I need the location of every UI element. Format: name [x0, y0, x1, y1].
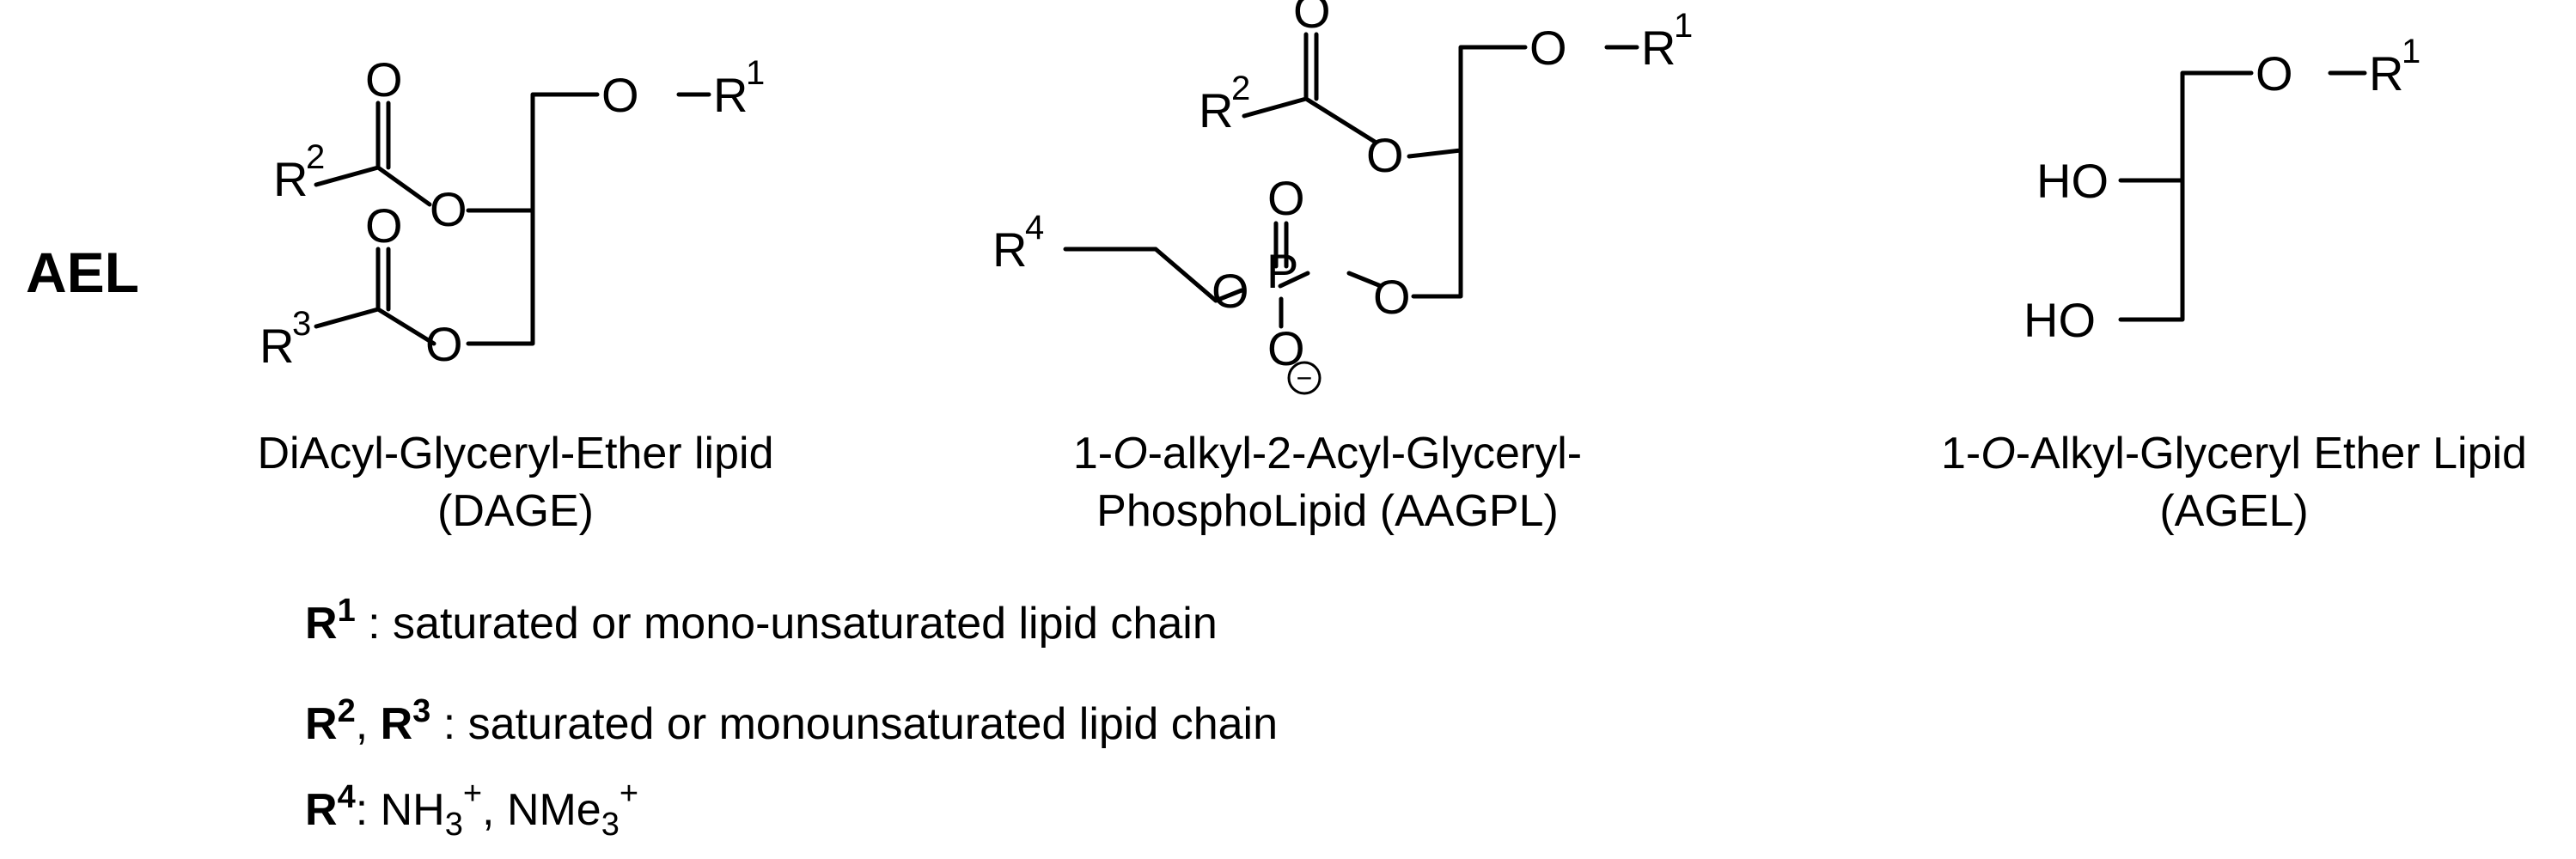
- aagpl-r4-symbol: R: [992, 222, 1027, 277]
- aagpl-structure: O R 1 O O R 2 O P O O − O R 4 1-O-alkyl-…: [992, 0, 1693, 536]
- dage-caption-line2: (DAGE): [437, 486, 594, 536]
- legend: R1 : saturated or mono-unsaturated lipid…: [305, 593, 1278, 843]
- aagpl-anionic-oxygen: O: [1267, 321, 1305, 375]
- dage-r2-superscript: 2: [306, 138, 325, 176]
- dage-carbonyl-oxygen-2: O: [365, 198, 403, 253]
- agel-caption-line2: (AGEL): [2159, 486, 2308, 536]
- aagpl-phosphate-oxygen-glycerol: O: [1373, 270, 1411, 324]
- agel-hydroxyl-3: HO: [2024, 293, 2096, 347]
- aagpl-ester-oxygen: O: [1366, 128, 1404, 182]
- aagpl-r1-symbol: R: [1641, 21, 1676, 75]
- dage-r3-symbol: R: [259, 319, 294, 373]
- aagpl-caption-line2: PhosphoLipid (AAGPL): [1096, 486, 1559, 536]
- legend-r2-r3: R2, R3 : saturated or monounsaturated li…: [305, 693, 1278, 749]
- legend-r1: R1 : saturated or mono-unsaturated lipid…: [305, 593, 1218, 649]
- aagpl-r1-superscript: 1: [1674, 7, 1693, 45]
- aagpl-carbonyl-oxygen: O: [1293, 0, 1331, 38]
- dage-r3-superscript: 3: [292, 305, 311, 343]
- dage-ether-oxygen: O: [601, 68, 639, 122]
- agel-hydroxyl-2: HO: [2036, 154, 2109, 208]
- ael-label: AEL: [26, 241, 139, 304]
- dage-structure: O R 1 O O R 2 O O R 3 DiAcyl-Glyceryl-Et…: [258, 52, 774, 536]
- aagpl-bonds: [1063, 32, 1639, 329]
- aagpl-negative-charge-circle: [1287, 361, 1322, 395]
- aagpl-phosphate-oxygen-ethyl: O: [1212, 264, 1249, 318]
- dage-ester-oxygen-2: O: [425, 317, 463, 371]
- agel-structure: O R 1 HO HO 1-O-Alkyl-Glyceryl Ether Lip…: [1941, 33, 2527, 536]
- aagpl-caption-line1: 1-O-alkyl-2-Acyl-Glyceryl-: [1073, 429, 1582, 478]
- dage-ester-oxygen-1: O: [430, 182, 467, 236]
- agel-r1-superscript: 1: [2402, 33, 2420, 70]
- dage-carbonyl-oxygen-1: O: [365, 52, 403, 107]
- aagpl-r2-symbol: R: [1199, 83, 1233, 137]
- dage-caption-line1: DiAcyl-Glyceryl-Ether lipid: [258, 429, 774, 478]
- aagpl-phosphoryl-oxygen: O: [1267, 171, 1305, 225]
- agel-bonds: [2118, 70, 2367, 322]
- dage-r1-superscript: 1: [746, 54, 765, 92]
- agel-ether-oxygen: O: [2256, 46, 2293, 101]
- agel-r1-symbol: R: [2369, 46, 2403, 101]
- agel-caption-line1: 1-O-Alkyl-Glyceryl Ether Lipid: [1941, 429, 2527, 478]
- legend-r4: R4: NH3+, NMe3+: [305, 776, 638, 843]
- dage-bonds: [314, 92, 711, 346]
- aagpl-r2-superscript: 2: [1231, 70, 1250, 107]
- dage-r1-symbol: R: [713, 68, 748, 122]
- aagpl-ether-oxygen: O: [1529, 21, 1567, 75]
- aagpl-phosphorus: P: [1267, 244, 1298, 298]
- dage-r2-symbol: R: [273, 152, 308, 206]
- aagpl-r4-superscript: 4: [1025, 209, 1044, 247]
- aagpl-negative-charge: −: [1297, 362, 1313, 393]
